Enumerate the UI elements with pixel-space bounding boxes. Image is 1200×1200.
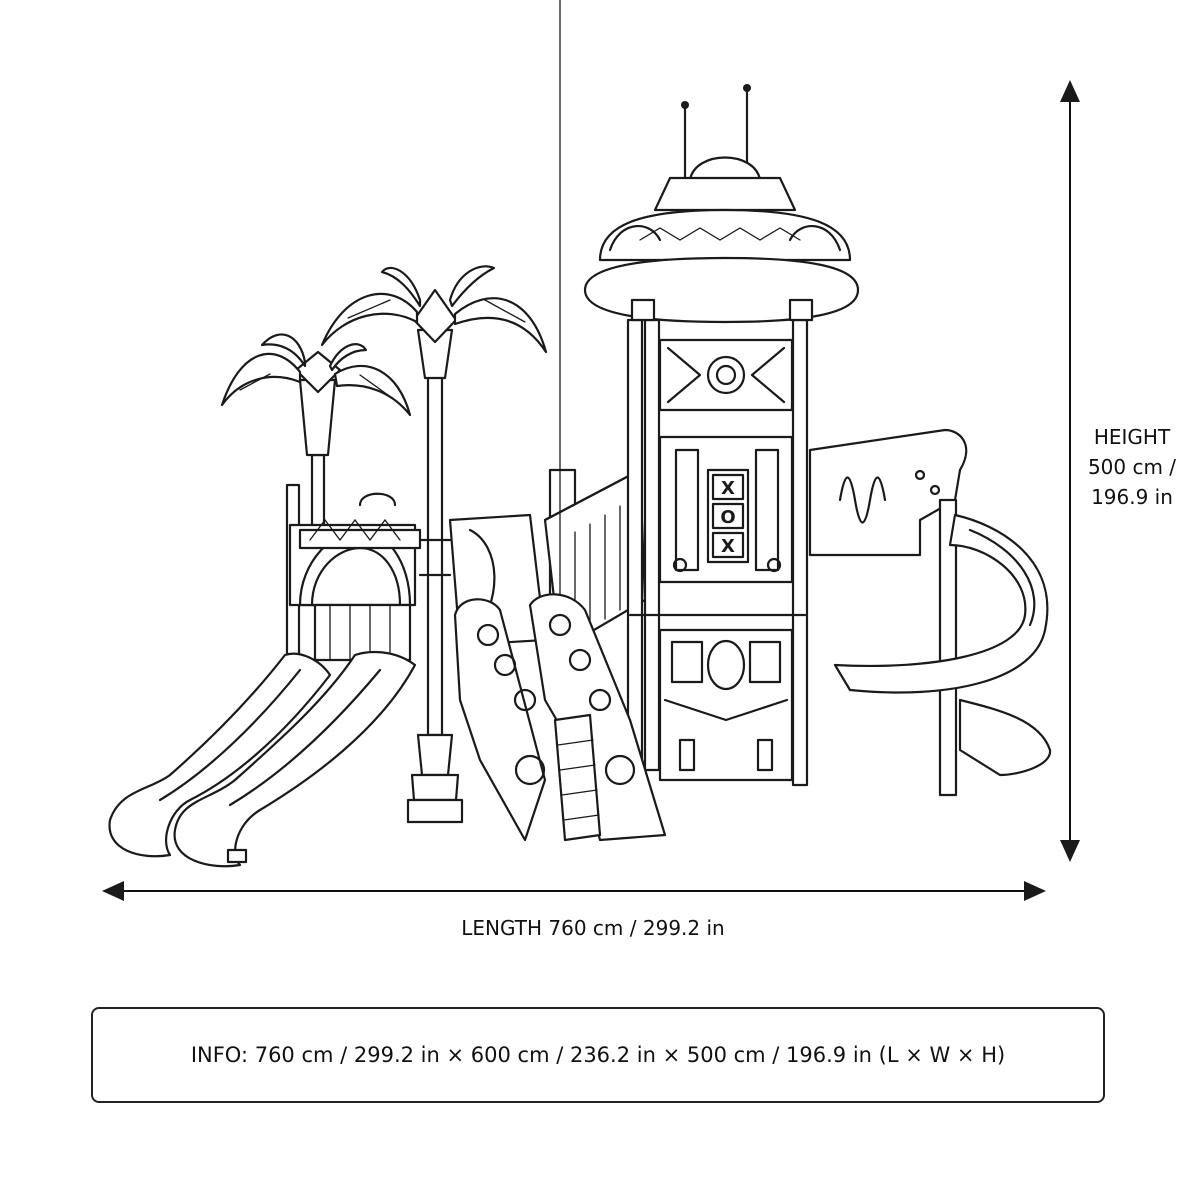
double-wave-slide [108,650,417,868]
length-dimension-arrow [102,881,1046,901]
palm-tree-left [220,333,412,562]
panel-letter-2: O [720,507,735,528]
panel-letter-3: X [721,536,735,557]
side-panel-right [808,428,968,557]
panel-letter-1: X [721,478,735,499]
central-tower [626,318,809,787]
height-label-line-2: 500 cm / [1087,455,1177,479]
spiral-slide [833,498,1052,797]
climbing-wall [453,593,667,842]
left-arch-house [285,483,422,662]
height-label-line-1: HEIGHT [1093,425,1171,449]
info-text: INFO: 760 cm / 299.2 in × 600 cm / 236.2… [190,1043,1006,1067]
length-label: LENGTH 760 cm / 299.2 in [461,916,725,940]
palm-tree-center [320,265,548,824]
height-label: HEIGHT 500 cm / 196.9 in [1068,422,1196,512]
info-box: INFO: 760 cm / 299.2 in × 600 cm / 236.2… [91,1007,1105,1103]
ufo-roof [583,84,860,324]
xox-panel-letters: X O X [711,473,745,559]
height-dimension-arrow [1060,80,1080,862]
height-label-line-3: 196.9 in [1091,485,1173,509]
